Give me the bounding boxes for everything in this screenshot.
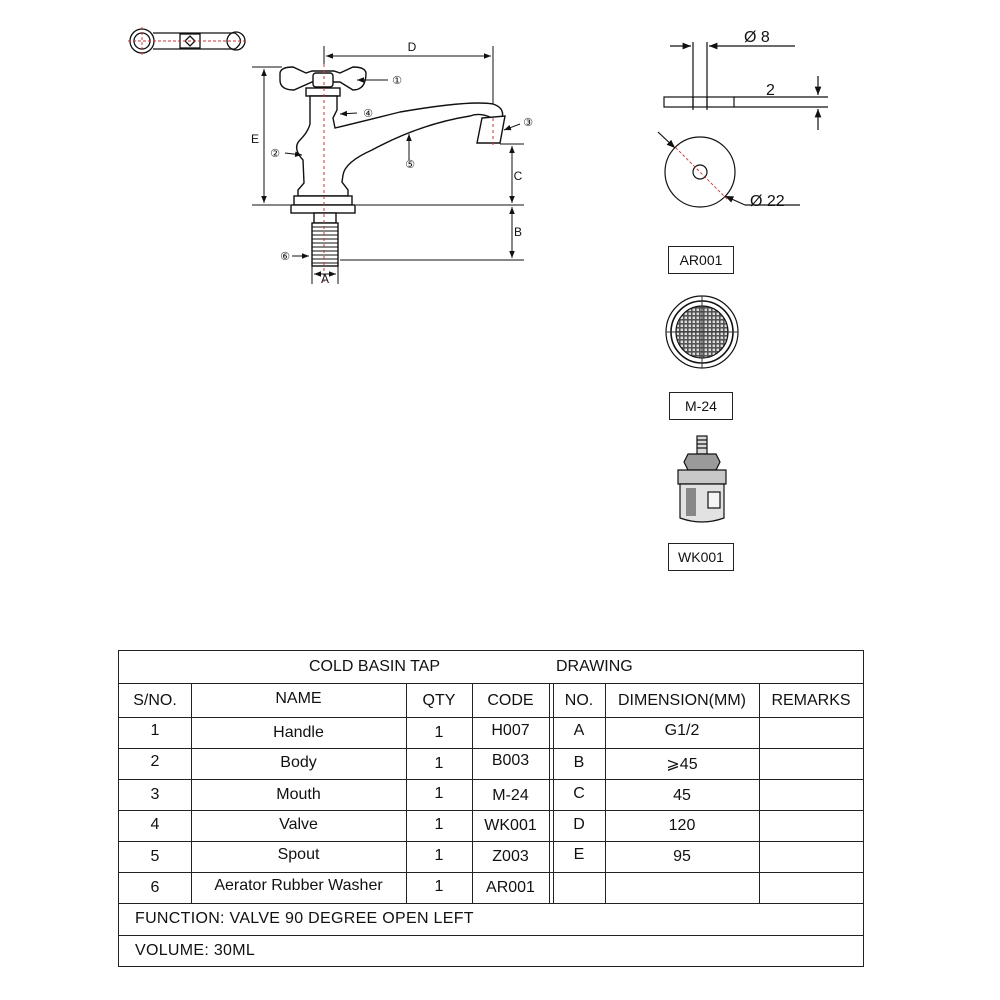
- row-name: Mouth: [276, 786, 321, 803]
- dim-letter-e: E: [251, 132, 259, 146]
- row-sno: 1: [150, 722, 160, 739]
- row-dim-no: D: [573, 816, 585, 833]
- row-qty: 1: [434, 755, 444, 772]
- row-dim-value: 45: [673, 787, 691, 804]
- row-sno: 5: [150, 848, 160, 865]
- spec-table: COLD BASIN TAP DRAWING S/NO. NAME QTY CO…: [118, 650, 864, 967]
- washer-thickness: 2: [766, 82, 775, 99]
- callout-1: ①: [392, 75, 402, 87]
- washer-side-view: [663, 42, 828, 130]
- row-name: Spout: [277, 846, 320, 863]
- row-qty: 1: [434, 878, 444, 895]
- row-dim-no: B: [573, 754, 585, 771]
- callout-leaders: [284, 77, 521, 259]
- shank-thread: [312, 226, 338, 264]
- part-label-m24: M-24: [669, 392, 733, 420]
- row-code: Z003: [492, 848, 529, 865]
- row-dim-value: 95: [673, 848, 691, 865]
- washer-inner-diameter: Ø 8: [744, 29, 770, 46]
- aerator-icon: [665, 295, 739, 369]
- faucet-top-view: [128, 27, 248, 55]
- dim-letter-c: C: [514, 169, 523, 183]
- row-qty: 1: [434, 724, 444, 741]
- faucet-technical-drawing: D E C B A ① ② ③ ④ ⑤ ⑥ Ø 8 2 Ø 22: [128, 27, 828, 523]
- row-dim-no: C: [573, 785, 585, 802]
- row-sno: 3: [150, 786, 160, 803]
- header-qty: QTY: [422, 692, 456, 709]
- washer-outer-diameter: Ø 22: [750, 193, 785, 210]
- row-sno: 6: [150, 879, 160, 896]
- row-name: Aerator Rubber Washer: [214, 877, 383, 894]
- row-name: Valve: [279, 816, 318, 833]
- row-qty: 1: [434, 847, 444, 864]
- dimension-lines: [252, 46, 524, 284]
- header-code: CODE: [487, 692, 534, 709]
- faucet-side-view: [279, 66, 506, 267]
- row-sno: 2: [150, 753, 160, 770]
- row-code: M-24: [492, 787, 529, 804]
- row-sno: 4: [150, 816, 160, 833]
- row-code: H007: [491, 722, 530, 739]
- row-qty: 1: [434, 785, 444, 802]
- washer-front-view: [657, 131, 800, 208]
- row-dim-no: E: [573, 846, 585, 863]
- volume-note: VOLUME: 30ML: [135, 942, 256, 959]
- row-dim-no: A: [573, 722, 585, 739]
- part-label-ar001: AR001: [668, 246, 734, 274]
- callout-6: ⑥: [280, 251, 290, 263]
- row-code: AR001: [486, 879, 535, 896]
- valve-cartridge-icon: [677, 435, 727, 523]
- row-code: B003: [491, 752, 530, 769]
- callout-3: ③: [523, 117, 533, 129]
- row-qty: 1: [434, 816, 444, 833]
- callout-5: ⑤: [405, 159, 415, 171]
- row-name: Handle: [273, 724, 324, 741]
- table-title: COLD BASIN TAP: [309, 658, 440, 675]
- header-sno: S/NO.: [133, 692, 177, 709]
- table-drawing-label: DRAWING: [556, 658, 633, 675]
- row-name: Body: [280, 754, 317, 771]
- dim-letter-d: D: [408, 40, 417, 54]
- row-dim-value: ⩾45: [666, 756, 698, 773]
- header-no: NO.: [564, 692, 594, 709]
- header-remarks: REMARKS: [771, 692, 851, 709]
- dim-letter-b: B: [514, 225, 522, 239]
- callout-4: ④: [363, 108, 373, 120]
- function-note: FUNCTION: VALVE 90 DEGREE OPEN LEFT: [135, 910, 474, 927]
- row-code: WK001: [484, 817, 537, 834]
- part-label-wk001: WK001: [668, 543, 734, 571]
- row-dim-value: G1/2: [664, 722, 700, 739]
- header-dimension: DIMENSION(MM): [618, 692, 746, 709]
- row-dim-value: 120: [668, 817, 696, 834]
- dim-letter-a: A: [321, 272, 329, 286]
- callout-2: ②: [270, 148, 280, 160]
- header-name: NAME: [275, 690, 322, 707]
